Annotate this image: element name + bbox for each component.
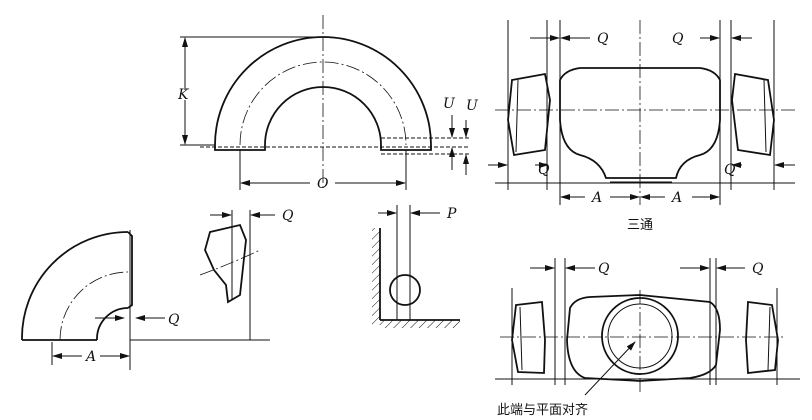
- dim-A-elbow: A: [84, 349, 96, 365]
- dim-Q-pipe-end: Q: [282, 208, 294, 224]
- dim-U-2: U: [466, 98, 479, 114]
- dim-P: P: [446, 206, 457, 222]
- pipe-end-detail: Q: [199, 208, 294, 340]
- dim-Q-tee-side-right: Q: [724, 162, 736, 178]
- elbow-90: Q A: [21, 230, 270, 370]
- dim-K: K: [177, 87, 190, 103]
- return-bend-180: K O U U: [177, 15, 479, 192]
- tee-caption: 三通: [627, 218, 653, 233]
- dim-O: O: [317, 176, 329, 192]
- dim-Q-cross-right: Q: [752, 261, 764, 277]
- tee-drawing: Q Q Q Q A A 三通: [488, 20, 795, 233]
- dim-A-tee-left: A: [590, 190, 602, 206]
- align-note-caption: 此端与平面对齐: [497, 402, 588, 418]
- dim-A-tee-right: A: [670, 190, 682, 206]
- dim-Q-tee-top-left: Q: [597, 31, 609, 47]
- flatness-detail: P: [372, 205, 460, 328]
- dim-Q-elbow: Q: [168, 312, 180, 328]
- dim-U-1: U: [443, 96, 456, 112]
- dim-Q-tee-side-left: Q: [538, 162, 550, 178]
- dim-Q-cross-left: Q: [598, 261, 610, 277]
- dim-Q-tee-top-right: Q: [672, 31, 684, 47]
- tee-plan-view: Q Q 此端与平面对齐: [495, 258, 800, 418]
